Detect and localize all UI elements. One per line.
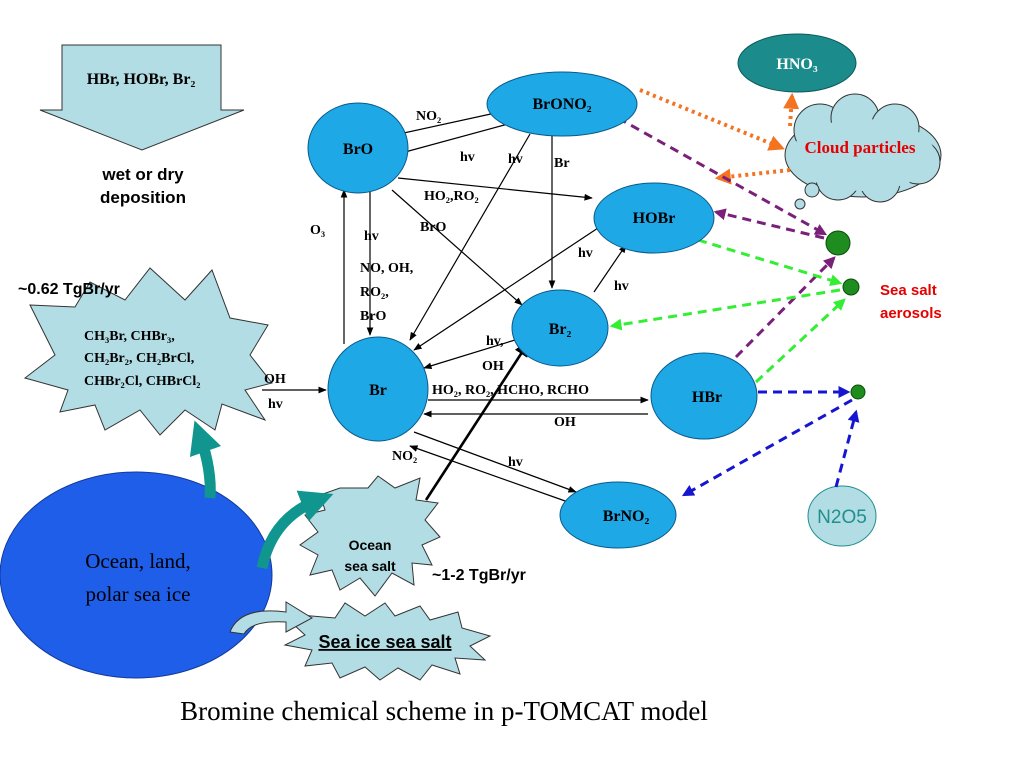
- arrow-brno2-br: [409, 445, 569, 503]
- rxn-hv-brno2: hv: [508, 455, 523, 470]
- brono2-ellipse: [486, 71, 638, 137]
- species-hobr: HOBr: [633, 210, 676, 227]
- orange-cloud-arrows: [639, 88, 800, 185]
- organics-line-3: CHBr₂Cl, CHBrCl₂: [84, 374, 201, 389]
- arrow-brono2-bro: [393, 123, 509, 157]
- deposition-box-label: HBr, HOBr, Br₂: [87, 71, 196, 88]
- deposition-text-1: wet or dry: [101, 165, 184, 184]
- ocean-sea-salt-burst: [299, 475, 441, 597]
- rxn-hv-hobr: hv: [578, 246, 593, 261]
- species-br: Br: [369, 382, 387, 399]
- arrow-br2-br: [423, 339, 516, 369]
- sea-ice-curved-arrow: [229, 601, 314, 635]
- arrow-bro-hobr: [397, 177, 593, 201]
- rxn-ho2-ro2: HO₂,RO₂: [424, 189, 479, 204]
- diagram-title: Bromine chemical scheme in p-TOMCAT mode…: [180, 696, 708, 726]
- arrow-hobr-br: [413, 227, 599, 351]
- species-brno2: BrNO₂: [603, 508, 650, 525]
- green-aerosol-arrows: [609, 238, 846, 384]
- rxn-no2-top: NO₂: [416, 109, 441, 124]
- rxn-o3: O₃: [310, 223, 325, 238]
- arrow-bro-br2: [391, 189, 523, 306]
- arrow-brono2-br: [409, 133, 531, 341]
- flux-top-label: ~0.62 TgBr/yr: [18, 281, 120, 298]
- cloud-particles-label: Cloud particles: [805, 138, 916, 157]
- rxn-hv-bro-b: hv: [508, 152, 523, 167]
- arrow-br-brno2: [413, 431, 577, 493]
- rxn-hv-oh-1: hv,: [486, 334, 504, 349]
- n2o5-ellipse: [807, 485, 877, 547]
- organic-bromine-burst: [23, 267, 273, 436]
- arrow-bro-brono2: [389, 110, 501, 137]
- rxn-bro: BrO: [420, 220, 447, 235]
- cloud-particles-shape: [784, 93, 942, 210]
- rxn-hv-left: hv: [364, 229, 379, 244]
- rxn-ho2-hcho: HO₂, RO₂, HCHO, RCHO: [432, 383, 589, 398]
- ocean-salt-line-2: sea salt: [344, 558, 396, 574]
- purple-exchange-arrows: [617, 116, 836, 359]
- arrow-br2-hobr: [593, 244, 627, 293]
- sea-ice-salt-label: Sea ice sea salt: [318, 632, 451, 652]
- arrow-seasalt-br2: [424, 338, 532, 501]
- bro-ellipse: [307, 102, 409, 194]
- flux-bottom-label: ~1-2 TgBr/yr: [432, 567, 526, 584]
- organics-line-1: CH₃Br, CHBr₃,: [84, 329, 175, 344]
- rxn-no-oh-2: RO₂,: [360, 285, 389, 300]
- hbr-ellipse: [650, 352, 758, 440]
- ocean-land-ice-ellipse: [0, 471, 273, 679]
- ocean-land-line-1: Ocean, land,: [85, 549, 191, 573]
- ocean-land-line-2: polar sea ice: [86, 582, 191, 606]
- n2o5-label: N2O5: [817, 507, 867, 528]
- sea-ice-salt-burst: [283, 602, 492, 681]
- species-hno3: HNO₃: [776, 56, 817, 73]
- rxn-no-oh-1: NO, OH,: [360, 261, 413, 276]
- teal-source-arrows: [189, 420, 334, 570]
- rxn-hv-bro-a: hv: [460, 150, 475, 165]
- rxn-hv-org: hv: [268, 397, 283, 412]
- hobr-ellipse: [593, 182, 715, 254]
- deposition-arrow: [39, 44, 245, 151]
- rxn-hv-br2: hv: [614, 279, 629, 294]
- organics-line-2: CH₂Br₂, CH₂BrCl,: [84, 351, 194, 366]
- blue-n2o5-arrows: [681, 386, 860, 497]
- br-ellipse: [327, 336, 429, 442]
- reaction-arrows: [262, 110, 649, 503]
- rxn-oh-hbr: OH: [554, 415, 576, 430]
- species-hbr: HBr: [692, 389, 722, 406]
- rxn-no2-bottom: NO₂: [392, 449, 417, 464]
- br2-ellipse: [511, 289, 609, 367]
- rxn-oh-org: OH: [264, 372, 286, 387]
- rxn-br: Br: [554, 156, 570, 171]
- rxn-hv-oh-2: OH: [482, 359, 504, 374]
- rxn-no-oh-3: BrO: [360, 309, 387, 324]
- aerosols-label: aerosols: [880, 305, 942, 322]
- species-brono2: BrONO₂: [532, 96, 591, 113]
- hno3-ellipse: [737, 33, 857, 93]
- aerosol-dot-large: [825, 230, 851, 256]
- aerosol-dot-mid: [842, 278, 860, 296]
- species-br2: Br₂: [549, 321, 572, 338]
- species-bro: BrO: [343, 141, 373, 158]
- sea-salt-label: Sea salt: [880, 282, 937, 299]
- deposition-text-2: deposition: [100, 188, 186, 207]
- aerosol-dot-small: [850, 384, 866, 400]
- ocean-salt-line-1: Ocean: [349, 537, 392, 553]
- brno2-ellipse: [559, 481, 677, 549]
